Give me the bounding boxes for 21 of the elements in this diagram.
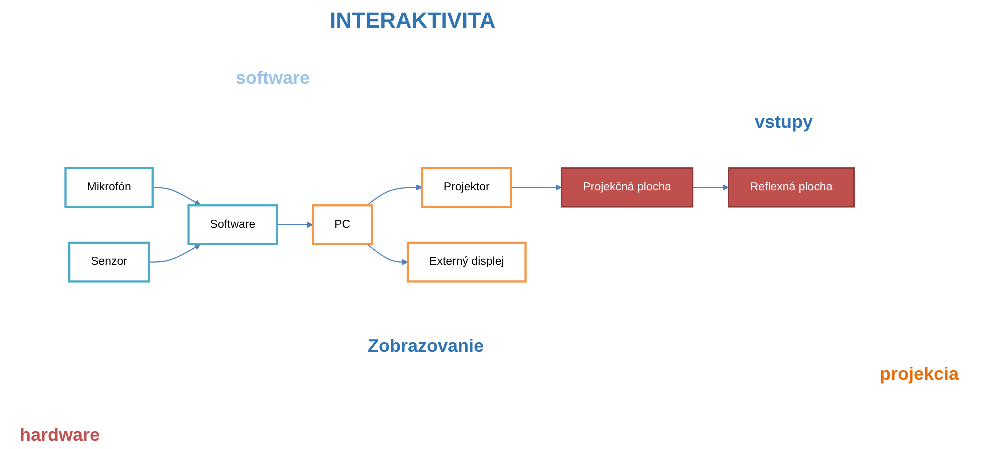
category-label: projekcia bbox=[880, 364, 960, 385]
category-label: vstupy bbox=[755, 112, 814, 133]
category-label: Zobrazovanie bbox=[368, 336, 484, 357]
category-label: INTERAKTIVITA bbox=[330, 8, 496, 34]
arrow bbox=[152, 187, 201, 206]
category-label: software bbox=[236, 68, 310, 89]
arrow bbox=[692, 184, 730, 191]
arrow bbox=[366, 244, 408, 266]
node-box: Senzor bbox=[68, 242, 150, 283]
node-box: Reflexná plocha bbox=[728, 168, 855, 208]
arrow bbox=[511, 184, 562, 191]
node-box: Externý displej bbox=[406, 242, 527, 283]
node-box: PC bbox=[312, 204, 374, 246]
node-box: Projektor bbox=[421, 167, 512, 208]
node-box: Projekčná plocha bbox=[560, 168, 694, 208]
arrow bbox=[149, 244, 201, 263]
node-box: Software bbox=[188, 204, 278, 246]
arrow bbox=[277, 222, 314, 228]
arrow bbox=[366, 184, 423, 206]
category-label: hardware bbox=[20, 425, 100, 446]
node-box: Mikrofón bbox=[64, 167, 154, 208]
